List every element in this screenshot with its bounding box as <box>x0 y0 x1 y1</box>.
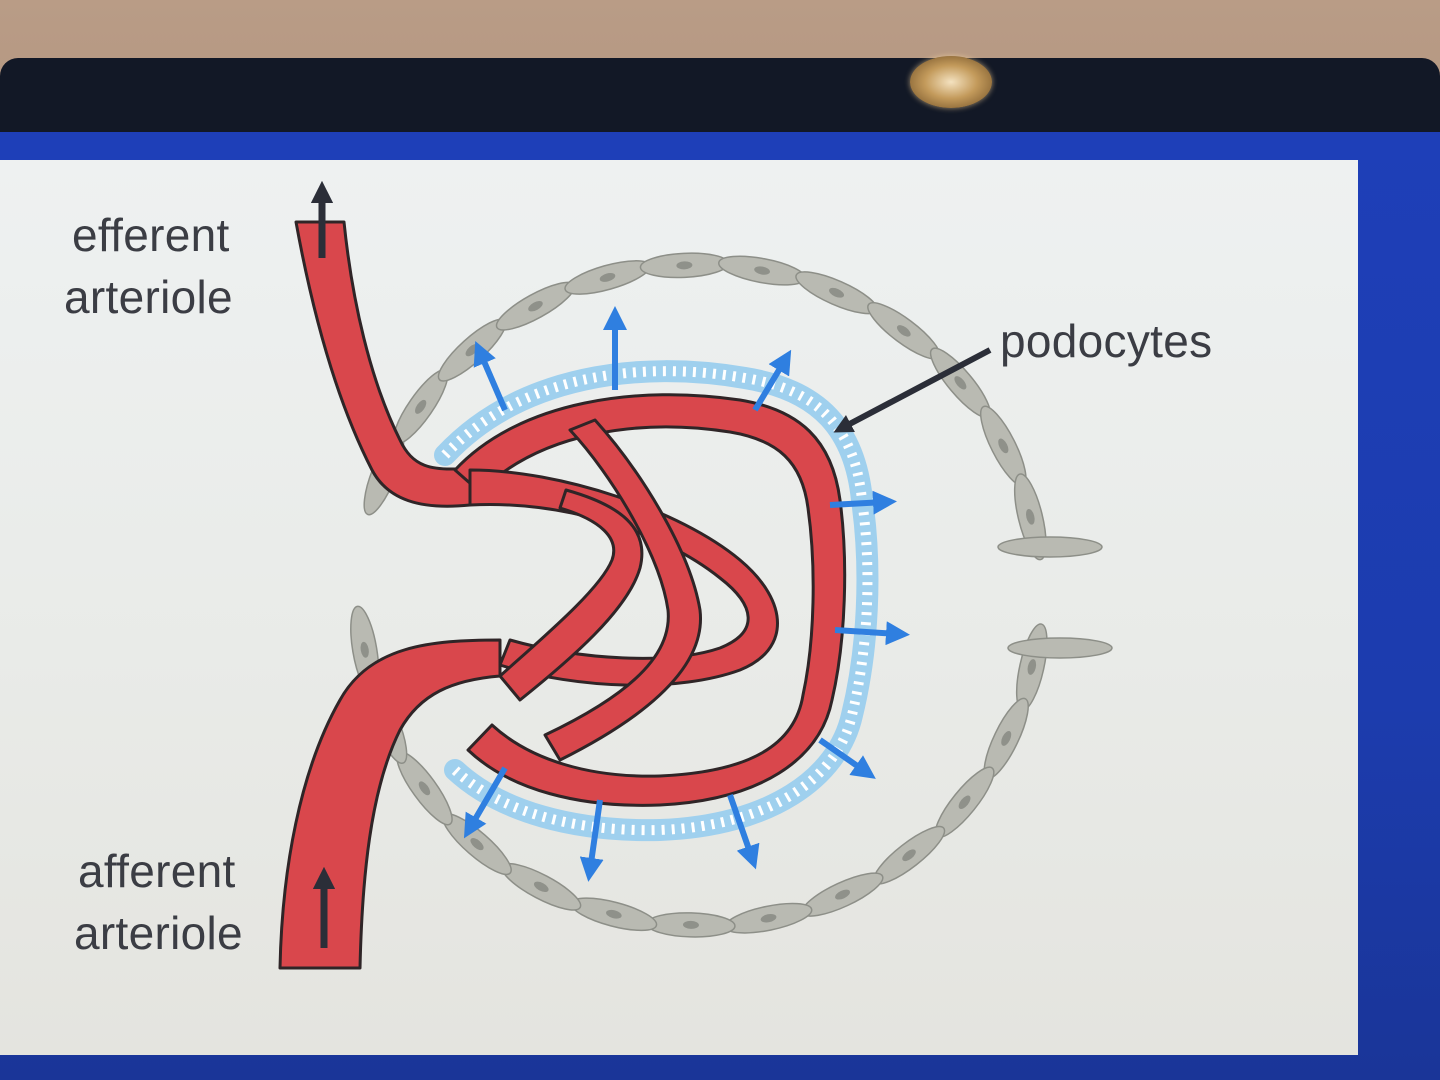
arrow-outward-icon <box>834 621 910 646</box>
capsule-cell-nucleus <box>418 781 431 796</box>
capsule-cell-nucleus <box>902 849 916 862</box>
capsule-cell-nucleus <box>998 438 1009 454</box>
capsule-cell-nucleus <box>470 838 484 851</box>
efferent-arteriole-label: efferent arteriole <box>64 204 233 328</box>
capsule-cell <box>1007 637 1113 659</box>
capsule-cell-nucleus <box>682 920 699 929</box>
capsule-cell-nucleus <box>360 641 369 658</box>
efferent-label-line2: arteriole <box>64 271 233 323</box>
capsule-cell-nucleus <box>533 881 549 892</box>
webcam-icon <box>910 56 992 108</box>
podocyte-foot-processes <box>441 366 873 836</box>
arrow-outward-icon <box>473 340 508 412</box>
afferent-arteriole <box>278 638 502 970</box>
capsule-cell-nucleus <box>896 325 911 337</box>
efferent-label-line1: efferent <box>72 209 230 261</box>
podocyte-layer <box>434 360 879 842</box>
capsule-cell <box>997 536 1103 558</box>
crossing-capillary-lower <box>498 488 644 702</box>
capsule-cell-nucleus <box>754 266 770 275</box>
crossing-capillary <box>543 418 703 762</box>
capsule-cell-nucleus <box>954 376 967 390</box>
outer-capillary-loop <box>453 393 847 807</box>
podocytes-label: podocytes <box>1000 310 1212 372</box>
afferent-arteriole-label: afferent arteriole <box>74 840 243 964</box>
capsule-cell-nucleus <box>415 399 427 414</box>
capsule-cell-nucleus <box>1025 508 1035 525</box>
capsule-cell-nucleus <box>528 300 543 312</box>
capsule-cell-nucleus <box>1027 659 1037 675</box>
capsule-cell-nucleus <box>606 909 622 919</box>
capsule-cell-nucleus <box>829 287 845 298</box>
podocytes-label-text: podocytes <box>1000 315 1213 367</box>
capsule-cell-nucleus <box>676 261 693 270</box>
arrow-outward-icon <box>829 490 897 515</box>
capsule-cell-nucleus <box>1001 730 1012 746</box>
arrow-outward-icon <box>463 766 508 839</box>
capsule-cell-nucleus <box>835 889 850 900</box>
capsule-cell-nucleus <box>599 273 616 282</box>
bowmans-capsule <box>350 252 1113 938</box>
filtration-arrows <box>463 306 910 882</box>
inner-capillary-loop <box>468 468 779 687</box>
arrow-outward-icon <box>818 737 876 779</box>
afferent-label-line1: afferent <box>78 845 236 897</box>
arrow-pointer-icon <box>833 347 992 433</box>
arrow-outward-icon <box>752 349 792 412</box>
capsule-cell-nucleus <box>760 913 777 923</box>
afferent-label-line2: arteriole <box>74 907 243 959</box>
arrow-outward-icon <box>579 799 604 882</box>
capsule-cell-nucleus <box>958 795 971 809</box>
capillary-network <box>278 220 847 970</box>
arrow-outward-icon <box>727 794 760 870</box>
